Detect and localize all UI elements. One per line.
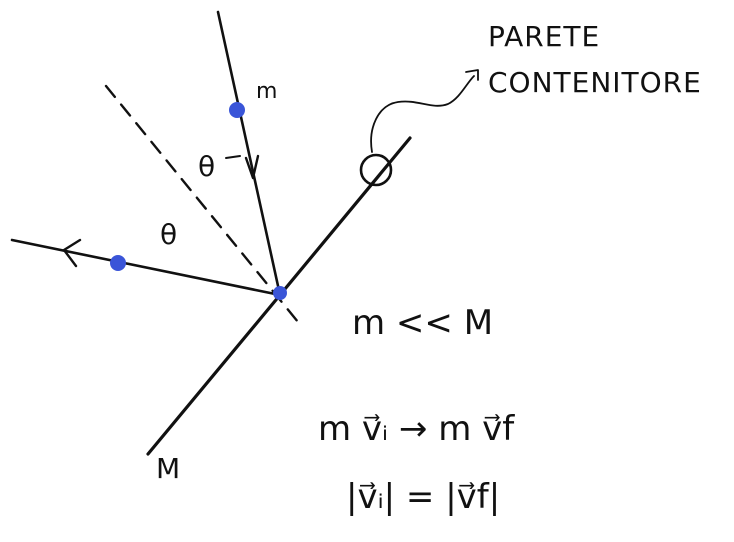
wall-label-line2: CONTENITORE <box>488 66 702 99</box>
small-mass-label: m <box>256 79 277 104</box>
angle-label-bottom: θ <box>160 218 178 251</box>
label-connector-tick <box>465 69 479 81</box>
label-connector <box>370 75 475 153</box>
wall-circle-marker <box>359 153 393 187</box>
mass-relation: m << M <box>352 303 493 343</box>
particle-incoming <box>229 102 245 118</box>
magnitude-equation: |v⃗ᵢ| = |v⃗f| <box>346 477 500 517</box>
incoming-arrowhead <box>244 154 260 180</box>
big-mass-label: M <box>156 452 181 485</box>
outgoing-trajectory <box>10 238 282 297</box>
momentum-equation: m v⃗ᵢ → m v⃗f <box>318 409 515 449</box>
outgoing-arrowhead <box>62 238 82 268</box>
particle-impact <box>273 286 287 300</box>
angle-label-top: θ <box>198 150 216 183</box>
normal-dashed-line <box>104 84 300 324</box>
particle-outgoing <box>110 255 126 271</box>
wall-label-line1: PARETE <box>488 20 600 53</box>
incoming-trajectory <box>216 10 282 297</box>
angle-arc-tick <box>225 155 241 159</box>
